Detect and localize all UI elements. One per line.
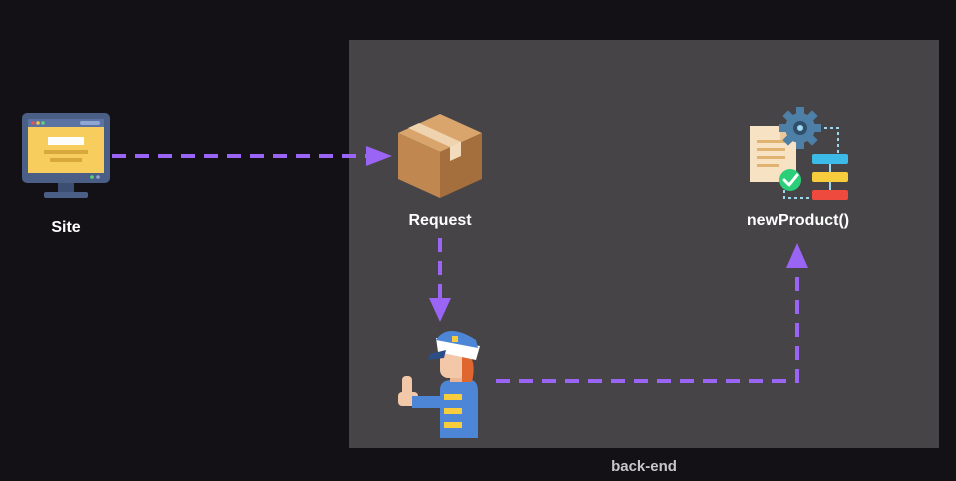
document-gear-flow-icon: [750, 107, 848, 200]
new-product-label: newProduct(): [746, 212, 850, 229]
site-label: Site: [51, 219, 81, 236]
police-officer-icon: [398, 331, 480, 438]
arrow-officer-to-handler: [496, 243, 808, 383]
package-box-icon: [398, 114, 482, 198]
backend-label: back-end: [611, 458, 677, 475]
arrow-site-to-request: [112, 146, 392, 166]
arrow-request-to-officer: [429, 238, 451, 322]
request-label: Request: [408, 212, 472, 229]
monitor-icon: [22, 113, 110, 198]
